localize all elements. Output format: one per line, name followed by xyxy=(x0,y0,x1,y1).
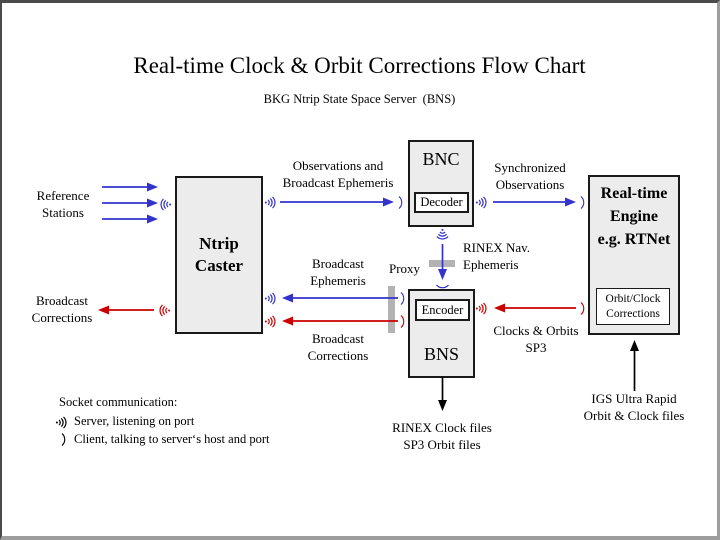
bns-title: BNS xyxy=(423,344,459,364)
broadcast-corrections-mid-arrow xyxy=(282,316,398,326)
legend-client-text: Client, talking to server‘s host and por… xyxy=(74,432,270,446)
rinex-clock-files-label: RINEX Clock files SP3 Orbit files xyxy=(392,420,492,452)
realtime-engine-label: Real-time Engine e.g. RTNet xyxy=(597,185,671,248)
broadcast-corrections-mid-label: Broadcast Corrections xyxy=(307,331,369,363)
server-waves-icon-broadcast-ephemeris xyxy=(264,292,276,305)
server-waves-icon-broadcast-corrections xyxy=(264,315,276,328)
bnc-title: BNC xyxy=(422,149,460,169)
client-arc-icon-above-bns xyxy=(436,284,449,289)
broadcast-corrections-left-label: Broadcast Corrections xyxy=(31,293,93,325)
clocks-orbits-label: Clocks & Orbits SP3 xyxy=(493,323,579,355)
page-subtitle: BKG Ntrip State Space Server (BNS) xyxy=(263,92,456,106)
clocks-orbits-arrow xyxy=(494,303,576,313)
reference-stations-label: Reference Stations xyxy=(36,188,90,220)
rinex-nav-ephemeris-label: RINEX Nav. Ephemeris xyxy=(463,240,531,272)
proxy-label: Proxy xyxy=(389,261,421,276)
reference-arrow-2 xyxy=(102,198,158,208)
server-waves-icon-bns-right xyxy=(475,302,487,315)
client-arc-icon-before-bnc xyxy=(398,196,403,209)
server-waves-icon-ntrip-left-top xyxy=(160,198,172,211)
client-arc-icon-bns-left-bottom xyxy=(400,315,405,328)
synchronized-observations-label: Synchronized Observations xyxy=(494,160,566,192)
proxy-bar-vertical xyxy=(388,286,395,333)
reference-arrow-1 xyxy=(102,182,158,192)
server-waves-icon-ntrip-left-bottom xyxy=(159,304,171,317)
observations-arrow xyxy=(280,197,394,207)
observations-broadcast-ephemeris-label: Observations and Broadcast Ephemeris xyxy=(282,158,394,190)
synchronized-observations-arrow xyxy=(493,197,576,207)
reference-arrow-3 xyxy=(102,214,158,224)
client-arc-icon-before-rte-bottom xyxy=(580,302,585,315)
legend-server-text: Server, listening on port xyxy=(74,414,195,428)
broadcast-ephemeris-arrow xyxy=(282,293,398,303)
ntrip-caster-label: Ntrip Caster xyxy=(194,234,244,275)
igs-input-arrow xyxy=(630,340,639,391)
server-waves-icon-legend xyxy=(55,416,67,429)
bnc-to-bns-arrow xyxy=(438,244,447,280)
client-arc-icon-legend xyxy=(61,433,66,446)
client-arc-icon-bns-left-top xyxy=(400,292,405,305)
page-title: Real-time Clock & Orbit Corrections Flow… xyxy=(133,53,586,78)
igs-ultra-rapid-label: IGS Ultra Rapid Orbit & Clock files xyxy=(583,391,685,423)
decoder-box: Decoder xyxy=(414,192,469,213)
client-arc-icon-before-rte-top xyxy=(580,196,585,209)
server-waves-icon-bnc-right xyxy=(475,196,487,209)
broadcast-ephemeris-mid-label: Broadcast Ephemeris xyxy=(310,256,366,288)
server-waves-icon-observations xyxy=(264,196,276,209)
encoder-box: Encoder xyxy=(415,299,470,321)
orbit-clock-corrections-box: Orbit/Clock Corrections xyxy=(596,288,670,325)
broadcast-corrections-out-arrow xyxy=(98,305,154,315)
ntrip-caster-box xyxy=(175,176,263,334)
server-waves-icon-bnc-bottom xyxy=(436,228,449,240)
legend-title: Socket communication: xyxy=(59,395,178,409)
bns-output-arrow xyxy=(438,377,447,411)
